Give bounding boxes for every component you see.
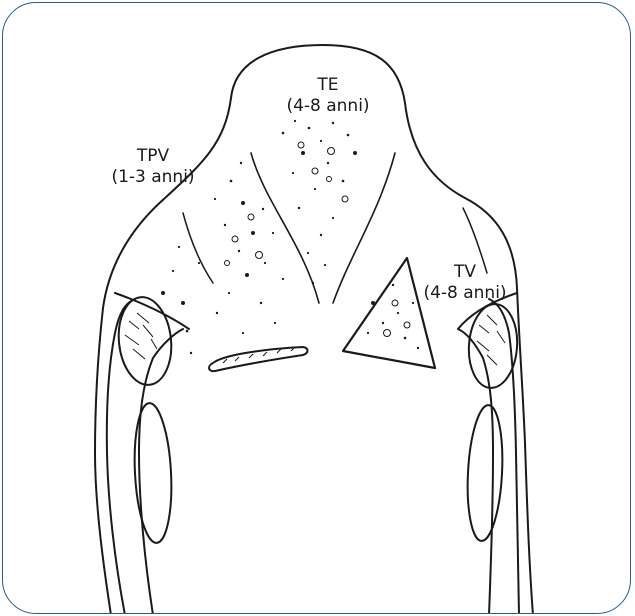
inner-left-curve bbox=[183, 213, 213, 283]
left-shoulder-line bbox=[115, 293, 189, 329]
right-long-oval bbox=[464, 404, 505, 542]
center-v-left bbox=[251, 153, 319, 303]
right-oval bbox=[466, 302, 520, 389]
label-tpv-name: TPV bbox=[98, 146, 208, 167]
left-band-outer bbox=[107, 299, 135, 614]
center-v-right bbox=[333, 153, 395, 303]
label-te-age: (4-8 anni) bbox=[278, 96, 378, 117]
label-tv-age: (4-8 anni) bbox=[415, 283, 515, 304]
label-tv: TV (4-8 anni) bbox=[415, 262, 515, 304]
label-te-name: TE bbox=[278, 75, 378, 96]
main-outline bbox=[95, 45, 533, 614]
left-long-oval bbox=[131, 402, 174, 544]
label-te: TE (4-8 anni) bbox=[278, 75, 378, 117]
right-band-inner bbox=[458, 329, 493, 614]
label-tpv-age: (1-3 anni) bbox=[98, 167, 208, 188]
oval-texture bbox=[125, 313, 505, 365]
stipple-rings bbox=[225, 142, 411, 337]
left-band-inner bbox=[139, 329, 183, 614]
elongated-bar bbox=[209, 347, 307, 371]
label-tpv: TPV (1-3 anni) bbox=[98, 146, 208, 188]
label-tv-name: TV bbox=[415, 262, 515, 283]
